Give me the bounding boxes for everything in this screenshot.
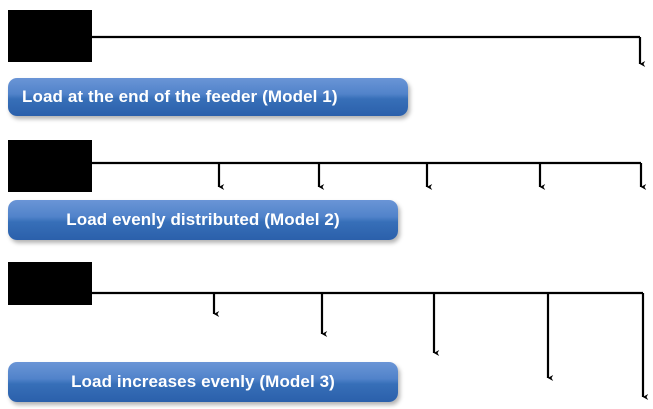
model-3-graphic xyxy=(8,262,649,400)
model-2-graphic xyxy=(8,140,647,192)
label-button-model-1-text: Load at the end of the feeder (Model 1) xyxy=(22,87,338,106)
support-block xyxy=(8,10,92,62)
label-button-model-1[interactable]: Load at the end of the feeder (Model 1) xyxy=(8,78,408,116)
label-button-model-3[interactable]: Load increases evenly (Model 3) xyxy=(8,362,398,402)
support-block xyxy=(8,262,92,305)
label-button-model-2-text: Load evenly distributed (Model 2) xyxy=(66,210,340,229)
label-button-model-2[interactable]: Load evenly distributed (Model 2) xyxy=(8,200,398,240)
support-block xyxy=(8,140,92,192)
label-button-model-3-text: Load increases evenly (Model 3) xyxy=(71,372,335,391)
model-1-graphic xyxy=(8,10,646,67)
